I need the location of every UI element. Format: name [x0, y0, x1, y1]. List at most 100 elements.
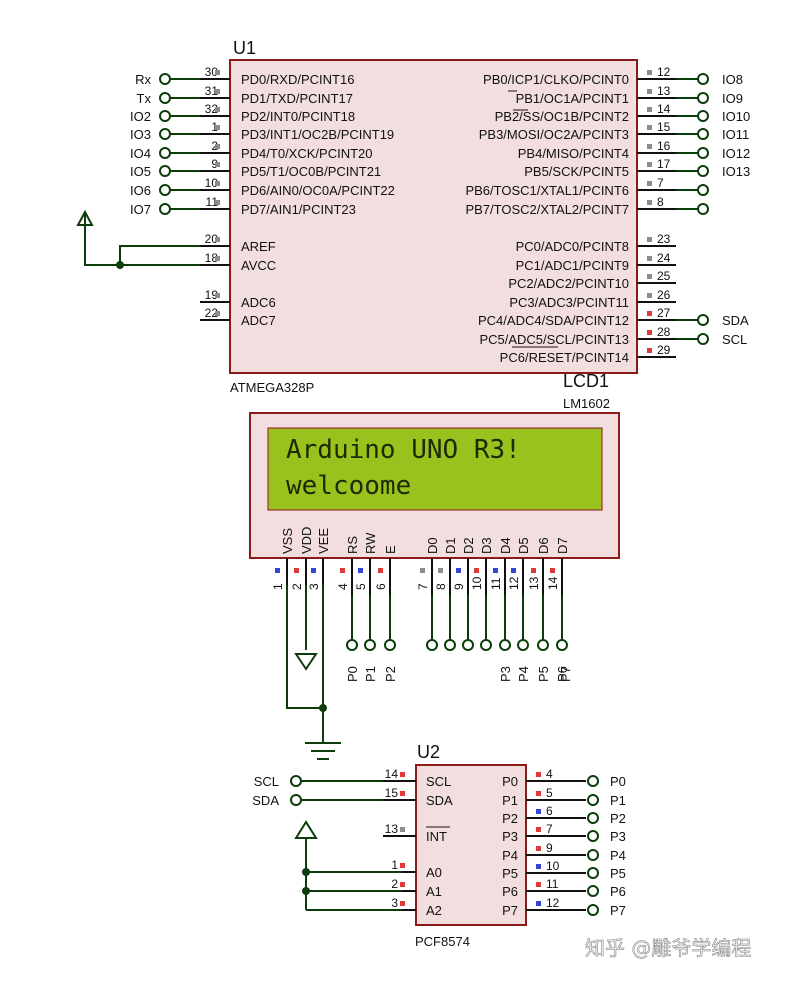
- lcd-reference: LCD1: [563, 371, 609, 391]
- lcd-pin-d7-label: D7: [555, 537, 570, 554]
- lcd-pin-vdd-number: 2: [290, 583, 304, 590]
- u2-address-junction-a0: [302, 868, 310, 876]
- u2-pin-p1-label: P1: [502, 793, 518, 808]
- u2-part-name: PCF8574: [415, 934, 470, 949]
- lcd-lm1602: LCD1 LM1602 Arduino UNO R3! welcoome VSS…: [249, 371, 620, 760]
- u1-pin-pc4-adc4-sda-pcint12-marker: [647, 311, 652, 316]
- u1-pin-pb3-mosi-oc2a-pcint3-label: PB3/MOSI/OC2A/PCINT3: [479, 127, 629, 142]
- u1-pin-pd2-int0-pcint18-terminal: [159, 110, 171, 122]
- u1-pin-pd1-txd-pcint17-label: PD1/TXD/PCINT17: [241, 91, 353, 106]
- lcd-pin-d2-marker: [456, 568, 461, 573]
- u2-pin-p2-terminal: [587, 812, 599, 824]
- u1-pin-pc2-adc2-pcint10-label: PC2/ADC2/PCINT10: [508, 276, 629, 291]
- u1-pin-pd0-rxd-pcint16-marker: [215, 70, 220, 75]
- u1-part-name: ATMEGA328P: [230, 380, 314, 395]
- u2-pin-p5-terminal: [587, 867, 599, 879]
- u1-pin-pd2-int0-pcint18-label: PD2/INT0/PCINT18: [241, 109, 355, 124]
- u1-pin-pb1-oc1a-pcint1-marker: [647, 89, 652, 94]
- u1-pin-pb1-oc1a-pcint1-label: PB1/OC1A/PCINT1: [516, 91, 629, 106]
- u1-pin-pd4-t0-xck-pcint20-number: 2: [211, 139, 218, 153]
- u1-pin-pb4-miso-pcint4-number: 16: [657, 139, 671, 153]
- u1-pin-avcc-number: 18: [205, 251, 219, 265]
- u2-pin-scl-number: 14: [385, 767, 399, 781]
- u2-pin-p4-label: P4: [502, 848, 518, 863]
- lcd-pin-e-marker: [378, 568, 383, 573]
- lcd-pin-d5-number: 12: [507, 576, 521, 590]
- net-label-rx: Rx: [135, 72, 151, 87]
- u1-pin-pc2-adc2-pcint10-marker: [647, 274, 652, 279]
- u2-pin-sda-label: SDA: [426, 793, 453, 808]
- u1-pin-pd3-int1-oc2b-pcint19-terminal: [159, 128, 171, 140]
- u2-pin-p6-marker: [536, 882, 541, 887]
- u1-pin-pc6-reset-pcint14-marker: [647, 348, 652, 353]
- u1-pin-pd3-int1-oc2b-pcint19-marker: [215, 125, 220, 130]
- lcd-pin-d6-marker: [531, 568, 536, 573]
- lcd-pin-e-label: E: [383, 545, 398, 554]
- u2-reference: U2: [417, 742, 440, 762]
- lcd-pin-d4-terminal: [499, 639, 511, 651]
- u1-pin-aref-marker: [215, 237, 220, 242]
- u1-pin-pb5-sck-pcint5-number: 17: [657, 157, 671, 171]
- u1-pin-pd1-txd-pcint17-number: 31: [205, 84, 219, 98]
- u2-net-p7: P7: [610, 903, 626, 918]
- lcd-pin-rs-label: RS: [345, 536, 360, 554]
- net-label-io11: IO11: [722, 127, 749, 142]
- lcd-pin-d1-terminal: [444, 639, 456, 651]
- u1-pin-pb0-icp1-clko-pcint0-terminal: [697, 73, 709, 85]
- u1-pin-pd0-rxd-pcint16-number: 30: [205, 65, 219, 79]
- lcd-net-p6: P6: [555, 666, 570, 682]
- u1-pin-adc7-label: ADC7: [241, 313, 276, 328]
- u1-reference: U1: [233, 38, 256, 58]
- lcd-pin-d2-label: D2: [461, 537, 476, 554]
- u2-pin-p0-marker: [536, 772, 541, 777]
- u2-net-p6: P6: [610, 884, 626, 899]
- lcd-pin-d4-marker: [493, 568, 498, 573]
- u1-pin-pd6-ain0-oc0a-pcint22-number: 10: [205, 176, 219, 190]
- lcd-pin-vdd-marker: [294, 568, 299, 573]
- net-label-io12: IO12: [722, 146, 750, 161]
- u1-pin-pb6-tosc1-xtal1-pcint6-label: PB6/TOSC1/XTAL1/PCINT6: [465, 183, 629, 198]
- u2-pin-p4-terminal: [587, 849, 599, 861]
- u1-pin-pc6-reset-pcint14-label: PC6/RESET/PCINT14: [500, 350, 629, 365]
- u2-pin-a2-label: A2: [426, 903, 442, 918]
- lcd-net-p2: P2: [383, 666, 398, 682]
- net-label-io4: IO4: [130, 146, 151, 161]
- lcd-pin-d6-number: 13: [527, 576, 541, 590]
- u1-pin-pb0-icp1-clko-pcint0-label: PB0/ICP1/CLKO/PCINT0: [483, 72, 629, 87]
- lcd-pin-vee-number: 3: [307, 583, 321, 590]
- u1-pin-pb7-tosc2-xtal2-pcint7-label: PB7/TOSC2/XTAL2/PCINT7: [465, 202, 629, 217]
- u1-pin-pc5-adc5-scl-pcint13-terminal: [697, 333, 709, 345]
- u1-pin-pd4-t0-xck-pcint20-marker: [215, 144, 220, 149]
- u1-pin-pb3-mosi-oc2a-pcint3-terminal: [697, 128, 709, 140]
- lcd-pin-e-number: 6: [374, 583, 388, 590]
- u1-pin-pb3-mosi-oc2a-pcint3-number: 15: [657, 120, 671, 134]
- net-label-io5: IO5: [130, 164, 151, 179]
- u2-pin-p1-number: 5: [546, 786, 553, 800]
- lcd-net-p1: P1: [363, 666, 378, 682]
- u1-pin-pd2-int0-pcint18-marker: [215, 107, 220, 112]
- u1-pin-pd2-int0-pcint18-number: 32: [205, 102, 219, 116]
- net-label-sda: SDA: [722, 313, 749, 328]
- u1-pin-pd5-t1-oc0b-pcint21-marker: [215, 162, 220, 167]
- lcd-pin-d1-label: D1: [443, 537, 458, 554]
- u1-pin-pd3-int1-oc2b-pcint19-label: PD3/INT1/OC2B/PCINT19: [241, 127, 394, 142]
- u2-pin-int-label: INT: [426, 829, 447, 844]
- lcd-pin-d2-terminal: [462, 639, 474, 651]
- u1-pin-pd5-t1-oc0b-pcint21-terminal: [159, 165, 171, 177]
- u1-pin-adc6-number: 19: [205, 288, 219, 302]
- u2-pin-p0-number: 4: [546, 767, 553, 781]
- u1-pin-pc1-adc1-pcint9-marker: [647, 256, 652, 261]
- u1-pin-pc1-adc1-pcint9-number: 24: [657, 251, 671, 265]
- lcd-pin-d5-terminal: [517, 639, 529, 651]
- u2-pin-p4-number: 9: [546, 841, 553, 855]
- lcd-pin-rw-terminal: [364, 639, 376, 651]
- u2-pin-sda-terminal: [290, 794, 302, 806]
- lcd-net-p5: P5: [536, 666, 551, 682]
- u2-net-p4: P4: [610, 848, 626, 863]
- lcd-pin-d3-marker: [474, 568, 479, 573]
- u2-pin-sda-number: 15: [385, 786, 399, 800]
- u1-supply-net: [76, 209, 200, 266]
- u2-pin-scl-terminal: [290, 775, 302, 787]
- lcd-pin-vss-marker: [275, 568, 280, 573]
